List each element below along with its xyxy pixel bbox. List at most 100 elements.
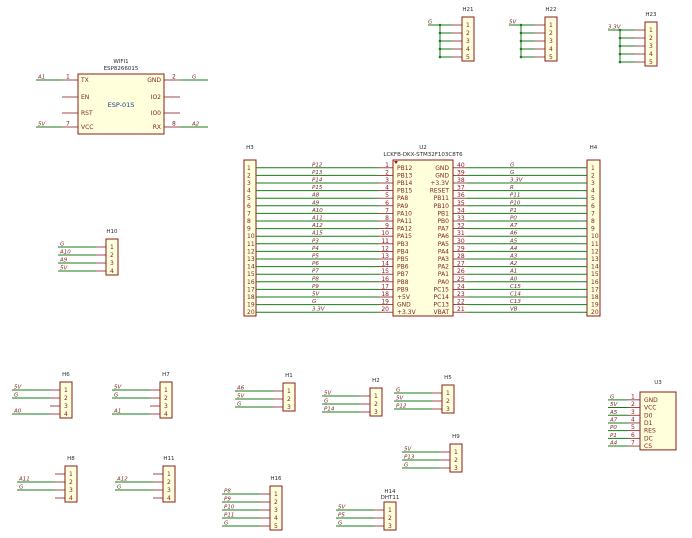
component-h1[interactable]: [273, 382, 296, 412]
pin-number: 24: [457, 283, 465, 290]
pin-number: 34: [457, 207, 465, 214]
component-ref: U2: [419, 145, 427, 151]
pin-name: PB13: [397, 172, 413, 179]
pin-name: PA9: [397, 203, 408, 210]
pin-number: 29: [457, 245, 465, 252]
component-h22[interactable]: [535, 16, 558, 62]
pin-name: PC14: [434, 294, 450, 301]
pin-number: 1: [466, 22, 470, 29]
pin-name: IO2: [151, 94, 161, 101]
component-u2[interactable]: [379, 159, 467, 317]
component-ref: H8: [67, 456, 75, 462]
net-label: G: [510, 170, 514, 176]
pin-number: 3: [64, 403, 68, 410]
pin-number: 1: [631, 393, 635, 400]
pin-number: 6: [385, 200, 389, 207]
net-label: 5V: [312, 292, 320, 298]
net-label: A5: [509, 238, 518, 244]
pin-number: 7: [591, 210, 595, 217]
net-label: P1: [510, 208, 517, 214]
pin-name: PB10: [434, 203, 450, 210]
pin-number: 2: [274, 499, 278, 506]
net-label: G: [428, 20, 432, 26]
net-label: A2: [509, 261, 518, 267]
pin-number: 1: [167, 471, 171, 478]
pin-name: PB5: [397, 256, 409, 263]
net-label: A1: [509, 269, 517, 275]
pin-number: 9: [385, 223, 389, 230]
chip-body: [392, 159, 454, 317]
pin-name: PA1: [438, 271, 449, 278]
component-h4[interactable]: [586, 159, 601, 317]
component-u3[interactable]: [628, 391, 677, 451]
pin-number: 1: [549, 22, 553, 29]
net-label: A2: [191, 122, 200, 128]
pin-name: PC15: [434, 286, 450, 293]
component-h8[interactable]: [55, 465, 78, 503]
component-h16[interactable]: [260, 485, 283, 531]
component-h9[interactable]: [440, 443, 463, 473]
pin-number: 19: [381, 299, 389, 306]
component-h7[interactable]: [150, 381, 173, 419]
pin-number: 21: [457, 306, 465, 313]
pin-number: 8: [385, 215, 389, 222]
component-h5[interactable]: [432, 384, 455, 414]
component-ref: H16: [270, 476, 282, 482]
module-body: [639, 391, 677, 451]
pin-name: PB1: [437, 210, 449, 217]
pin-name: GND: [644, 397, 658, 404]
net-label: G: [237, 402, 241, 408]
pin-name: GND: [147, 77, 161, 84]
pin-number: 3: [466, 38, 470, 45]
pin-number: 13: [381, 253, 389, 260]
pin-name: PA5: [438, 241, 449, 248]
net-label: G: [117, 485, 121, 491]
pin-name: GND: [435, 172, 449, 179]
pin-name: RST: [81, 110, 93, 117]
pin-number: 15: [247, 271, 255, 278]
component-h14[interactable]: [374, 501, 397, 531]
component-h10[interactable]: [96, 238, 119, 276]
pin-number: 38: [457, 177, 465, 184]
pin-name: CS: [644, 443, 652, 450]
component-h23[interactable]: [635, 21, 658, 67]
net-label: P0: [510, 216, 517, 222]
pin-number: 1: [374, 393, 378, 400]
net-label: A12: [116, 477, 128, 483]
component-h3[interactable]: [243, 159, 257, 317]
pin-number: 2: [164, 395, 168, 402]
net-label: A7: [509, 223, 518, 229]
pin-number: 11: [247, 241, 255, 248]
pin-number: 4: [385, 185, 389, 192]
component-h11[interactable]: [153, 465, 176, 503]
pin-number: 3: [274, 507, 278, 514]
pin-number: 5: [549, 54, 553, 61]
net-label: G: [404, 463, 408, 469]
pin-name: PA15: [397, 233, 412, 240]
net-label: P12: [396, 404, 407, 410]
net-label: A10: [311, 208, 323, 214]
pin-number: 2: [69, 479, 73, 486]
pin-number: 15: [381, 268, 389, 275]
component-wifi1[interactable]: [62, 73, 180, 135]
pin-number: 33: [457, 215, 465, 222]
net-label: A0: [13, 409, 22, 415]
component-ref: H5: [444, 375, 452, 381]
pin-number: 16: [247, 279, 255, 286]
component-h6[interactable]: [50, 381, 73, 419]
pin-number: 3: [167, 487, 171, 494]
pin-number: 3: [631, 409, 635, 416]
pin-number: 11: [381, 238, 389, 245]
component-h2[interactable]: [360, 387, 383, 417]
component-h21[interactable]: [452, 16, 475, 62]
pin-name: PB7: [397, 271, 409, 278]
pin-number: 15: [591, 271, 599, 278]
net-label: A0: [509, 276, 518, 282]
pin-name: +3.3V: [397, 309, 417, 316]
pin-number: 5: [649, 59, 653, 66]
net-label: 3.3V: [608, 25, 622, 31]
net-label: A11: [18, 477, 30, 483]
header-body: [162, 465, 176, 503]
net-label: P14: [312, 178, 323, 184]
net-label: A1: [113, 409, 121, 415]
